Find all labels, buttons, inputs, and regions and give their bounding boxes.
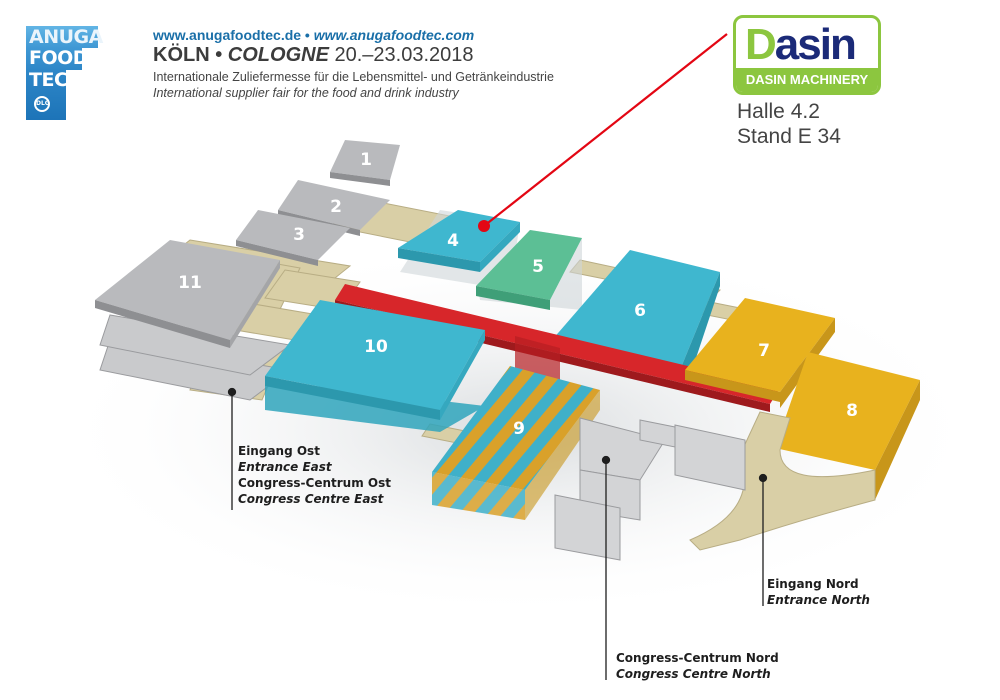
hall-label-3: 3 [293, 225, 305, 245]
dasin-tagline: DASIN MACHINERY [736, 68, 878, 92]
hall-label-1: 1 [360, 150, 372, 170]
hall-10[interactable] [265, 300, 485, 432]
logo-line-2: FOOD [29, 47, 89, 69]
hall-6[interactable] [552, 250, 720, 376]
logo-line-1: ANUGA [29, 26, 103, 48]
dlg-seal-icon: DLG [34, 96, 50, 112]
url-de-link[interactable]: www.anugafoodtec.de [153, 27, 302, 43]
stand-location: Halle 4.2 Stand E 34 [737, 99, 841, 149]
hall-label-7: 7 [758, 341, 770, 361]
hall-label-6: 6 [634, 301, 646, 321]
hall-number: Halle 4.2 [737, 100, 820, 123]
dasin-logo: Dasin DASIN MACHINERY [733, 15, 881, 95]
hall-label-8: 8 [846, 401, 858, 421]
callout-entrance-north: Eingang Nord Entrance North [767, 577, 870, 607]
subtitle-german: Internationale Zuliefermesse für die Leb… [153, 70, 554, 84]
url-com-link[interactable]: www.anugafoodtec.com [313, 27, 475, 43]
logo-line-3: TEC [29, 69, 68, 91]
hall-1[interactable] [330, 140, 400, 186]
hall-label-4: 4 [447, 231, 459, 251]
congress-centre-north-building[interactable] [554, 417, 746, 561]
hall-11[interactable] [95, 240, 292, 401]
callout-entrance-east: Eingang Ost Entrance East Congress-Centr… [238, 444, 391, 506]
stand-number: Stand E 34 [737, 125, 841, 148]
event-dates: 20.–23.03.2018 [328, 44, 474, 66]
stand-pointer [478, 33, 728, 232]
callout-leaders [227, 387, 768, 680]
hall-5[interactable] [476, 230, 582, 310]
callout-congress-centre-north: Congress-Centrum Nord Congress Centre No… [616, 651, 779, 681]
hall-label-11: 11 [178, 273, 202, 293]
anuga-foodtec-logo: ANUGA FOOD TEC DLG [26, 26, 103, 120]
hall-label-10: 10 [364, 337, 388, 357]
hall-label-2: 2 [330, 197, 342, 217]
hall-8[interactable] [775, 352, 920, 500]
hall-label-9: 9 [513, 419, 525, 439]
stand-marker-icon [478, 220, 490, 232]
event-header: www.anugafoodtec.de • www.anugafoodtec.c… [153, 27, 554, 100]
event-urls: www.anugafoodtec.de • www.anugafoodtec.c… [153, 27, 475, 43]
event-location-dates: KÖLN • COLOGNE 20.–23.03.2018 [153, 44, 474, 66]
subtitle-english: International supplier fair for the food… [153, 86, 459, 100]
hall-label-5: 5 [532, 257, 544, 277]
north-entrance-building[interactable] [689, 411, 876, 551]
hall-3[interactable] [236, 210, 350, 266]
